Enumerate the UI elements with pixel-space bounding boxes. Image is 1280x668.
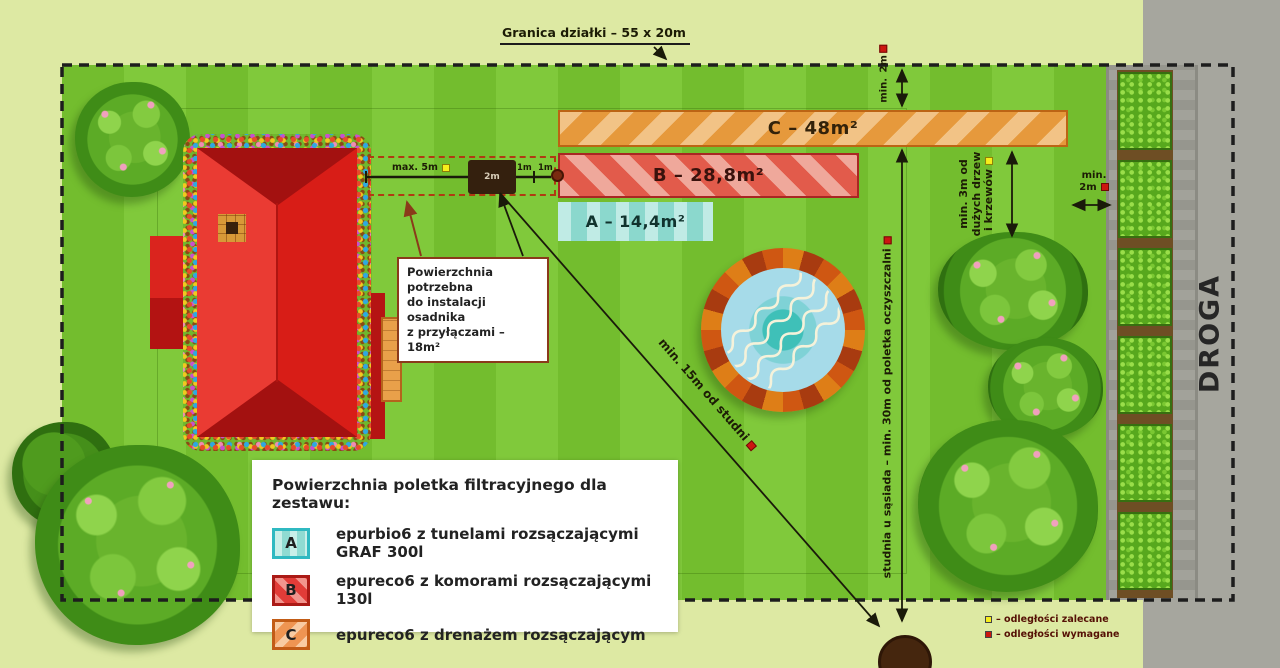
zone-a-bar: A – 14,4m² — [558, 202, 713, 241]
required-marker-icon — [1100, 182, 1109, 191]
max-distance-label: max. 5m — [392, 162, 450, 174]
legend-box: Powierzchnia poletka filtracyjnego dla z… — [252, 460, 678, 650]
required-marker-icon — [883, 236, 892, 245]
zone-a-label: A – 14,4m² — [585, 212, 686, 231]
hedge-bush — [1118, 512, 1172, 590]
pond-water — [721, 268, 845, 392]
legend-row-b: B epureco6 z komorami rozsączającymi 130… — [272, 572, 658, 608]
bush — [35, 445, 240, 645]
recommended-marker-icon — [985, 156, 994, 165]
required-marker-icon — [879, 45, 888, 54]
boundary-label: Granica działki – 55 x 20m — [500, 25, 690, 46]
recommended-marker-row: – odległości zalecane — [985, 612, 1119, 627]
septic-tank: 2m — [468, 160, 516, 194]
zone-b-bar: B – 28,8m² — [558, 153, 859, 198]
chimney-flue — [226, 222, 238, 234]
trees-distance-label: min. 3m od dużych drzew i krzewów — [957, 151, 996, 237]
zone-a-swatch: A — [272, 527, 310, 559]
tree — [918, 420, 1098, 592]
well — [878, 635, 932, 668]
hedge-row — [1117, 70, 1173, 598]
chimney — [218, 214, 246, 242]
required-marker-row: – odległości wymagane — [985, 627, 1119, 642]
note-line1: Powierzchnia potrzebna — [407, 265, 493, 294]
required-marker-icon — [985, 631, 992, 639]
legend-label-c: epureco6 z drenażem rozsączającym — [336, 625, 646, 644]
tank-note-box: Powierzchnia potrzebna do instalacji osa… — [397, 257, 549, 363]
legend-title: Powierzchnia poletka filtracyjnego dla z… — [272, 476, 607, 512]
road-label: DROGA — [1194, 273, 1226, 394]
neighbor-well-distance-label: studnia u sąsiada – min. 30m od poletka … — [881, 236, 895, 578]
recommended-marker-icon — [441, 163, 450, 172]
marker-legend: – odległości zalecane – odległości wymag… — [985, 612, 1119, 642]
hedge-bush — [1118, 72, 1172, 150]
house-roof — [197, 148, 357, 437]
hedge-bush — [1118, 424, 1172, 502]
zone-c-label: C – 48m² — [767, 118, 859, 139]
required-marker-icon — [746, 439, 758, 452]
boundary-label-leader — [652, 45, 668, 61]
legend-label-a: epurbio6 z tunelami rozsączającymi GRAF … — [336, 525, 639, 561]
boundary-label-text: Granica działki – 55 x 20m — [502, 25, 686, 40]
tree — [75, 82, 190, 197]
zone-b-label: B – 28,8m² — [652, 165, 765, 186]
legend-row-c: C epureco6 z drenażem rozsączającym — [272, 619, 658, 650]
tank-width-label: 2m — [484, 172, 500, 182]
recommended-marker-icon — [985, 616, 992, 624]
hedge-bush — [1118, 248, 1172, 326]
gap2-label: 1m — [538, 163, 553, 173]
right-margin-label: min. 2m — [1070, 170, 1118, 193]
roof-ridge — [276, 202, 278, 383]
hedge-bush — [1118, 160, 1172, 238]
zone-c-swatch: C — [272, 619, 310, 650]
hedge-bush — [1118, 336, 1172, 414]
legend-label-b: epureco6 z komorami rozsączającymi 130l — [336, 572, 652, 608]
note-line3: z przyłączami – 18m² — [407, 324, 505, 354]
legend-row-a: A epurbio6 z tunelami rozsączającymi GRA… — [272, 525, 658, 561]
zone-b-swatch: B — [272, 574, 310, 606]
gap1-label: 1m — [517, 163, 532, 173]
note-line2: do instalacji osadnika — [407, 294, 486, 324]
top-margin-label: min. 2m — [878, 45, 890, 104]
